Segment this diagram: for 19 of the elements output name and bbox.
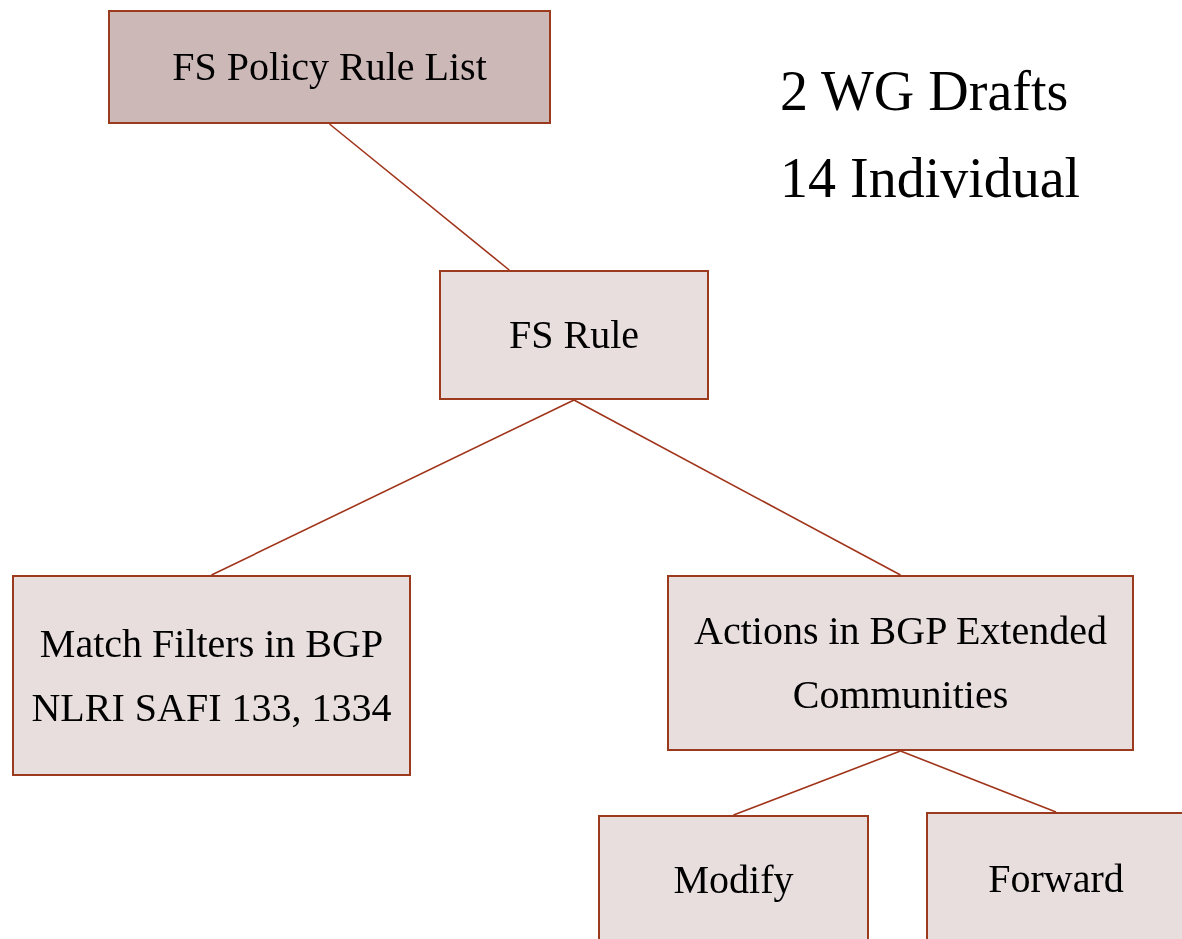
connector-line [328,123,510,271]
box-label: FS Rule [507,311,640,359]
process-box [12,575,411,776]
note-text: 14 Individual [780,145,1081,211]
note-text: 2 WG Drafts [780,59,1070,124]
connector-line [732,750,902,816]
process-box [598,815,869,939]
box-label: Modify [672,856,795,904]
connector-line [573,399,902,576]
box-label: Match Filters in BGP NLRI SAFI 133, 1334 [30,619,393,732]
connector-line [899,750,1057,813]
box-label: Forward [987,854,1125,903]
box-label: Actions in BGP Extended Communities [693,607,1108,719]
connector-line [210,399,575,576]
process-box [439,270,709,400]
process-box [108,10,551,124]
process-box [926,812,1182,939]
process-box [667,575,1134,751]
box-label: FS Policy Rule List [171,43,488,91]
